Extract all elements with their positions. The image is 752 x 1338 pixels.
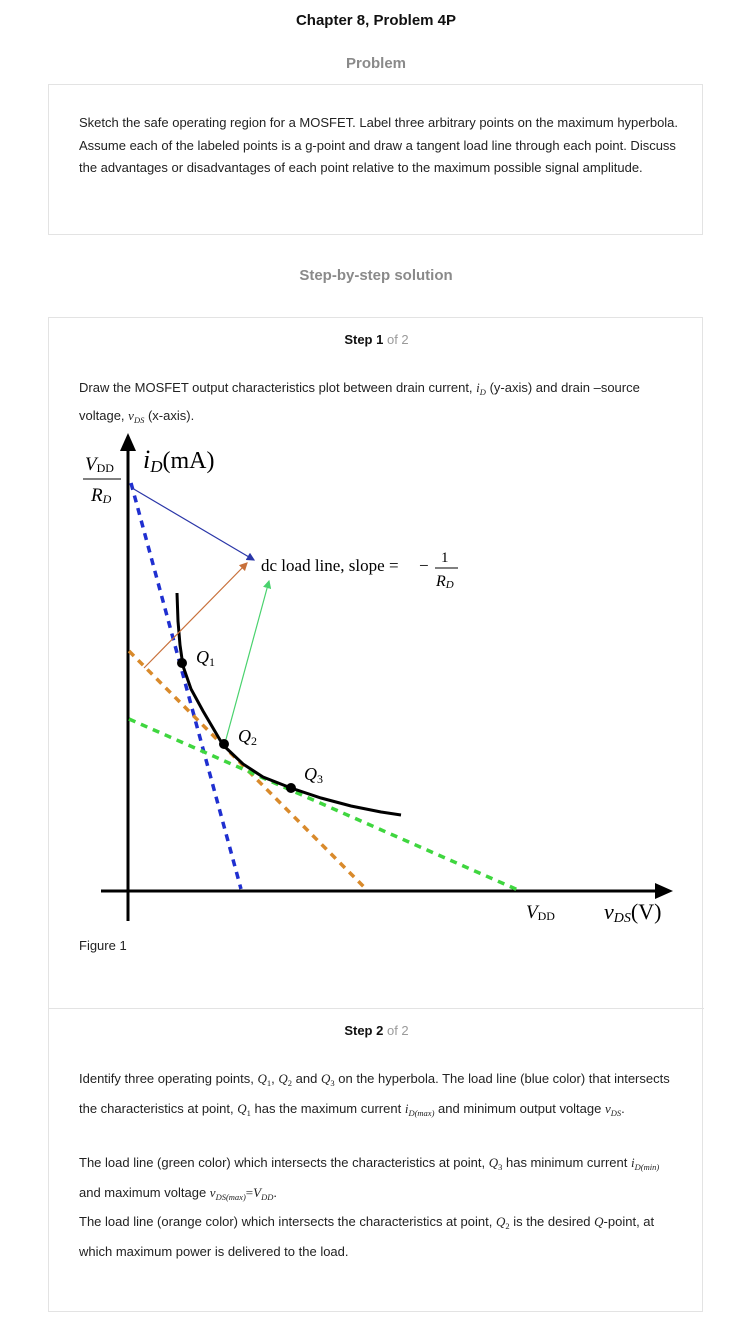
step-1-number: Step 1: [344, 332, 384, 347]
green-load-line: [128, 717, 519, 892]
vdd-over-rd-denominator: RD: [90, 485, 112, 506]
solution-heading: Step-by-step solution: [299, 267, 453, 284]
step-1-text: Draw the MOSFET output characteristics p…: [79, 380, 640, 425]
step-2-total: of 2: [386, 1023, 409, 1038]
step-divider: [49, 1008, 704, 1009]
slope-numerator: 1: [441, 550, 449, 566]
math-vDS: vDS: [128, 408, 145, 425]
mosfet-characteristics-figure: VDD RD iD(mA) VDD vDS(V) dc load line, s…: [83, 433, 673, 926]
figure-caption: Figure 1: [79, 938, 127, 953]
q3-point: [286, 783, 296, 793]
problem-heading: Problem: [345, 55, 406, 72]
vdd-over-rd-numerator: VDD: [85, 454, 114, 475]
load-line-annotation: dc load line, slope =: [261, 556, 399, 575]
blue-arrow: [131, 487, 256, 561]
math-iD: iD: [476, 380, 486, 397]
step-1-total: of 2: [386, 332, 409, 347]
step-2-number: Step 2: [344, 1023, 384, 1038]
x-axis-label: vDS(V): [604, 899, 661, 926]
orange-load-line: [127, 649, 368, 891]
problem-text: Sketch the safe operating region for a M…: [79, 115, 679, 175]
y-axis-label: iD(mA): [143, 445, 215, 476]
orange-arrow: [143, 562, 248, 669]
blue-load-line: [129, 482, 243, 890]
vdd-x-label: VDD: [526, 902, 555, 923]
step-1-label: Step 1 of 2: [49, 332, 704, 347]
step-2-paragraph-3: The load line (orange color) which inter…: [79, 1214, 655, 1259]
slope-denominator: RD: [435, 573, 454, 591]
q1-label: Q1: [196, 647, 215, 669]
q2-point: [219, 739, 229, 749]
slope-minus: −: [419, 556, 429, 575]
green-arrow: [224, 579, 272, 744]
step-2-label: Step 2 of 2: [49, 1023, 704, 1038]
step-2-paragraph-1: Identify three operating points, Q1, Q2 …: [79, 1071, 670, 1118]
q1-point: [177, 658, 187, 668]
max-power-hyperbola: [175, 592, 402, 817]
q3-label: Q3: [304, 764, 323, 786]
solution-card: Step 1 of 2 Draw the MOSFET output chara…: [48, 317, 704, 1312]
problem-card: Sketch the safe operating region for a M…: [48, 84, 703, 235]
x-axis-arrowhead: [655, 883, 673, 899]
y-axis-arrowhead: [120, 433, 136, 451]
step-2-paragraph-2: The load line (green color) which inters…: [79, 1155, 660, 1202]
chapter-title: Chapter 8, Problem 4P: [295, 12, 457, 29]
q2-label: Q2: [238, 726, 257, 748]
